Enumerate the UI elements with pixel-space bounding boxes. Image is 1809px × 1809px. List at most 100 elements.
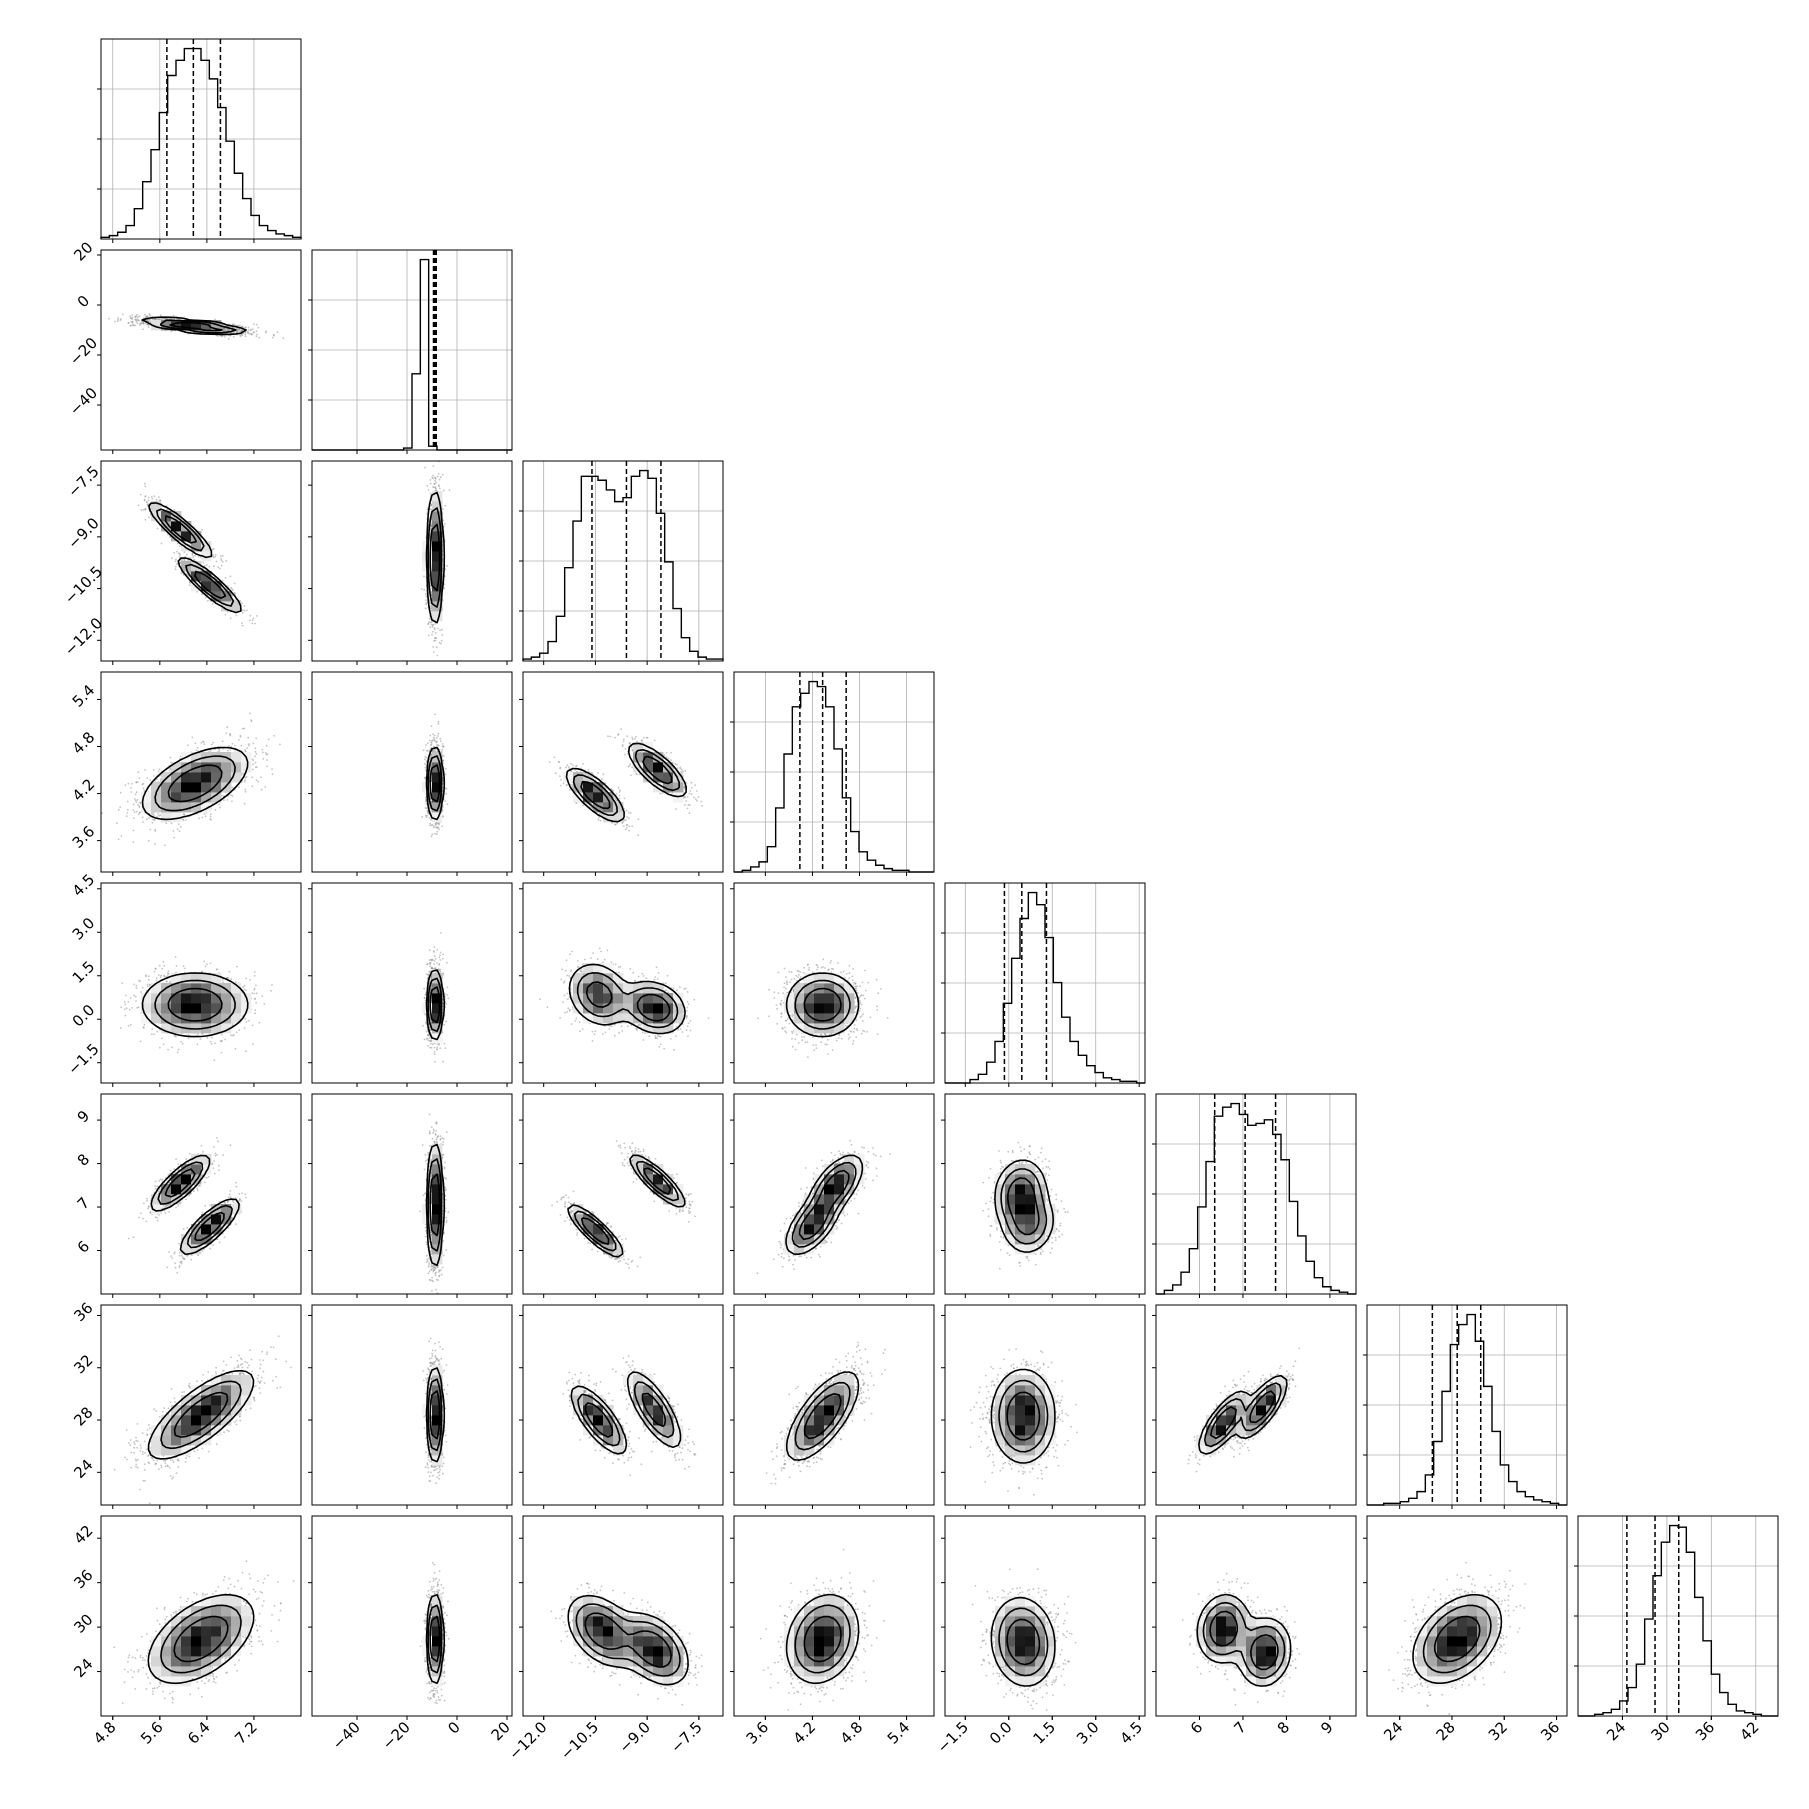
scatter-point xyxy=(233,582,236,585)
scatter-point xyxy=(255,779,258,782)
histogram-step xyxy=(312,258,512,451)
scatter-point xyxy=(430,623,433,626)
scatter-point xyxy=(273,334,275,337)
panel-content xyxy=(108,313,285,340)
scatter-point xyxy=(145,315,148,317)
scatter-point xyxy=(446,565,448,567)
scatter-point xyxy=(256,333,258,336)
scatter-point xyxy=(173,318,176,320)
scatter-point xyxy=(206,600,209,602)
scatter-point xyxy=(144,485,147,488)
scatter-point xyxy=(140,323,142,325)
scatter-point xyxy=(129,315,132,318)
scatter-point xyxy=(131,321,134,323)
scatter-point xyxy=(132,803,135,806)
scatter-point xyxy=(225,560,228,562)
scatter-point xyxy=(234,599,236,602)
scatter-point xyxy=(146,777,149,779)
scatter-point xyxy=(221,323,223,326)
y-tick-label: −12.0 xyxy=(61,614,106,659)
scatter-point xyxy=(435,487,437,489)
density-cell xyxy=(432,591,443,602)
scatter-point xyxy=(420,588,423,590)
scatter-point xyxy=(436,654,439,657)
scatter-point xyxy=(444,568,447,571)
scatter-point xyxy=(179,554,181,556)
scatter-point xyxy=(153,495,156,498)
contour-line xyxy=(148,502,242,614)
scatter-point xyxy=(240,333,243,336)
scatter-point xyxy=(191,552,194,555)
scatter-point xyxy=(253,331,256,334)
scatter-point xyxy=(194,554,197,557)
scatter-point xyxy=(212,556,215,559)
scatter-point xyxy=(282,337,285,340)
scatter-point xyxy=(174,565,177,568)
scatter-point xyxy=(433,639,435,642)
scatter-point xyxy=(243,605,246,607)
scatter-point xyxy=(205,564,208,566)
density-cell xyxy=(171,521,182,532)
scatter-point xyxy=(435,481,437,484)
scatter-point xyxy=(239,335,242,338)
panel-content xyxy=(137,482,258,627)
y-tick-label: −7.5 xyxy=(64,462,102,500)
scatter-point xyxy=(221,579,224,582)
scatter-point xyxy=(438,485,440,488)
scatter-point xyxy=(444,504,447,507)
scatter-point xyxy=(149,319,151,321)
scatter-point xyxy=(229,575,232,578)
scatter-point xyxy=(241,622,243,624)
scatter-point xyxy=(116,320,119,323)
scatter-point xyxy=(133,324,135,327)
contour-line xyxy=(159,319,237,334)
scatter-point xyxy=(432,623,434,626)
scatter-point xyxy=(432,465,435,467)
scatter-point xyxy=(214,553,217,556)
scatter-point xyxy=(244,333,247,336)
scatter-point xyxy=(204,596,207,599)
density-cell xyxy=(181,320,192,331)
scatter-point xyxy=(221,334,224,337)
scatter-point xyxy=(108,317,110,320)
scatter-point xyxy=(231,589,234,592)
scatter-point xyxy=(159,318,162,321)
scatter-point xyxy=(131,316,134,319)
scatter-point xyxy=(132,841,135,843)
density-cell xyxy=(161,320,172,331)
scatter-point xyxy=(426,484,429,487)
scatter-point xyxy=(169,536,172,539)
y-tick-label: −20 xyxy=(66,334,101,369)
scatter-point xyxy=(175,558,177,561)
scatter-point xyxy=(434,623,437,625)
scatter-point xyxy=(208,565,211,568)
scatter-point xyxy=(146,501,148,504)
scatter-point xyxy=(164,844,166,847)
scatter-point xyxy=(160,542,163,545)
scatter-point xyxy=(436,475,439,478)
scatter-point xyxy=(220,564,223,567)
scatter-point xyxy=(251,328,254,331)
scatter-panel-2-1 xyxy=(308,460,513,665)
scatter-point xyxy=(239,734,242,737)
scatter-point xyxy=(438,487,441,490)
scatter-point xyxy=(249,614,252,617)
scatter-point xyxy=(212,741,215,744)
scatter-point xyxy=(137,316,139,318)
scatter-point xyxy=(443,523,446,525)
scatter-point xyxy=(437,627,439,630)
scatter-point xyxy=(180,572,183,575)
scatter-point xyxy=(143,498,146,501)
scatter-point xyxy=(189,582,191,584)
scatter-point xyxy=(435,646,438,649)
scatter-point xyxy=(224,613,227,616)
scatter-point xyxy=(428,621,430,623)
scatter-point xyxy=(212,555,215,557)
scatter-point xyxy=(423,575,425,578)
density-cell xyxy=(201,581,212,592)
scatter-point xyxy=(179,825,182,828)
scatter-point xyxy=(255,330,258,333)
scatter-point xyxy=(219,567,221,570)
scatter-point xyxy=(138,324,141,327)
